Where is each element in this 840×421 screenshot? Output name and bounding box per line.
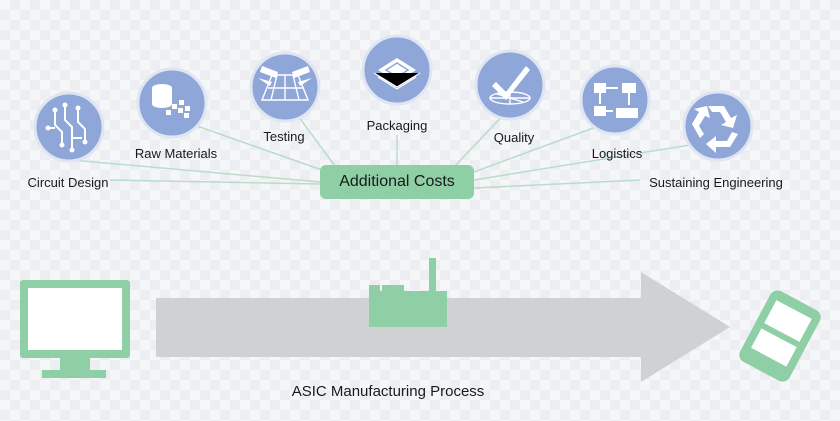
- label-logistics: Logistics: [591, 146, 643, 161]
- quality-check-icon: [474, 49, 546, 121]
- label-circuit-design: Circuit Design: [27, 175, 109, 190]
- process-label: ASIC Manufacturing Process: [291, 383, 485, 400]
- label-packaging: Packaging: [366, 118, 428, 133]
- label-quality: Quality: [493, 130, 535, 145]
- connector-logistics: [473, 119, 616, 173]
- connector-lines: [71, 104, 691, 189]
- monitor-icon: [20, 280, 130, 378]
- connector-sustaining-label: [473, 179, 641, 189]
- connector-sustaining: [473, 144, 691, 181]
- circuit-icon: [33, 91, 105, 163]
- factory-icon: [369, 258, 447, 327]
- flowchart-icon: [579, 64, 651, 136]
- connector-circuit-design: [109, 179, 321, 185]
- phone-icon: [739, 290, 821, 382]
- label-sustaining-engineering: Sustaining Engineering: [649, 175, 783, 190]
- connector-raw-materials: [179, 119, 323, 171]
- connector-quality: [454, 109, 509, 167]
- label-raw-materials: Raw Materials: [134, 146, 218, 161]
- connector-circuit-icon: [71, 159, 321, 183]
- raw-materials-icon: [136, 67, 208, 139]
- chip-icon: [361, 34, 433, 106]
- label-testing: Testing: [263, 129, 305, 144]
- testing-icon: [249, 51, 321, 123]
- additional-costs-label: Additional Costs: [339, 173, 455, 190]
- recycle-icon: [682, 90, 754, 162]
- additional-costs-box: Additional Costs: [320, 165, 474, 199]
